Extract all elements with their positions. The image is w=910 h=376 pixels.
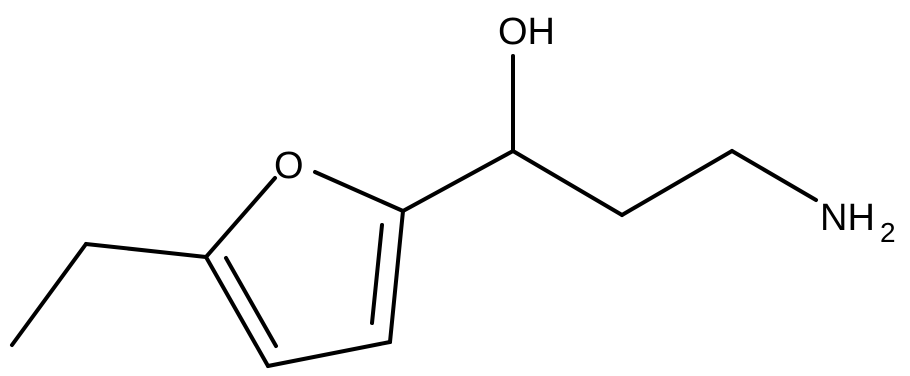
bond-ch2-n — [730, 149, 818, 202]
ring-oxygen-label: O — [274, 145, 304, 187]
bond-c4-c5 — [204, 255, 270, 368]
bond-c2-c3-inner — [370, 223, 384, 325]
bond-c4-c5-inner — [224, 256, 278, 348]
bond-ch2-ch2 — [620, 149, 734, 217]
bond-ethyl-ch2 — [84, 242, 208, 259]
bond-c3-c4 — [266, 340, 392, 368]
bond-o1-c2 — [313, 170, 405, 213]
bond-choh-ch2 — [511, 149, 624, 217]
amine-subscript: 2 — [880, 217, 896, 248]
amine-label: NH — [820, 197, 875, 239]
bond-c2-choh — [401, 149, 515, 213]
bond-c5-o1 — [204, 176, 277, 259]
bond-ethyl-ch3 — [10, 242, 88, 347]
hydroxyl-label: OH — [498, 11, 555, 53]
bond-c2-c3 — [388, 209, 405, 344]
